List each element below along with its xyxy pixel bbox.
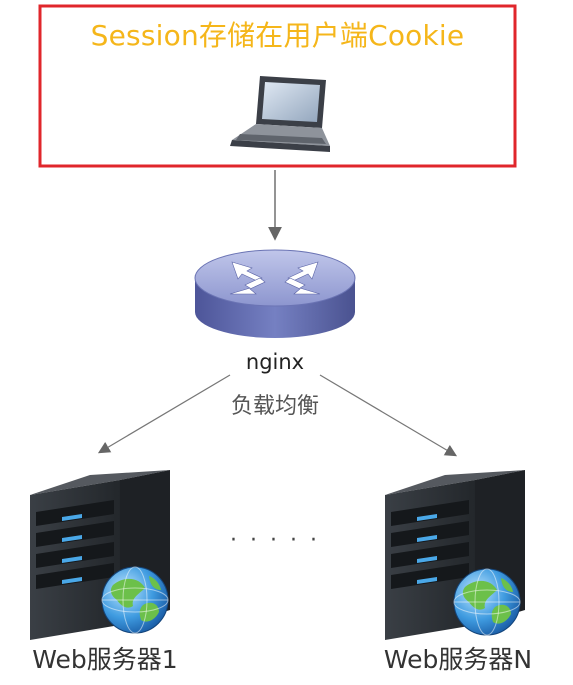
server-n-label: Web服务器N — [383, 645, 533, 674]
arrow-nginx-to-server-1 — [97, 374, 231, 454]
laptop-icon — [230, 76, 330, 152]
nginx-label: nginx — [245, 350, 305, 374]
ellipsis: · · · · · — [230, 528, 320, 553]
client-box — [38, 4, 517, 168]
arrow-nginx-to-server-n — [319, 374, 458, 457]
server-1-label: Web服务器1 — [32, 645, 178, 674]
globe-icon — [101, 566, 169, 634]
globe-icon — [453, 568, 521, 636]
router-icon — [194, 249, 356, 338]
load-balance-label: 负载均衡 — [230, 394, 319, 419]
diagram-title: Session存储在用户端Cookie — [90, 19, 465, 52]
